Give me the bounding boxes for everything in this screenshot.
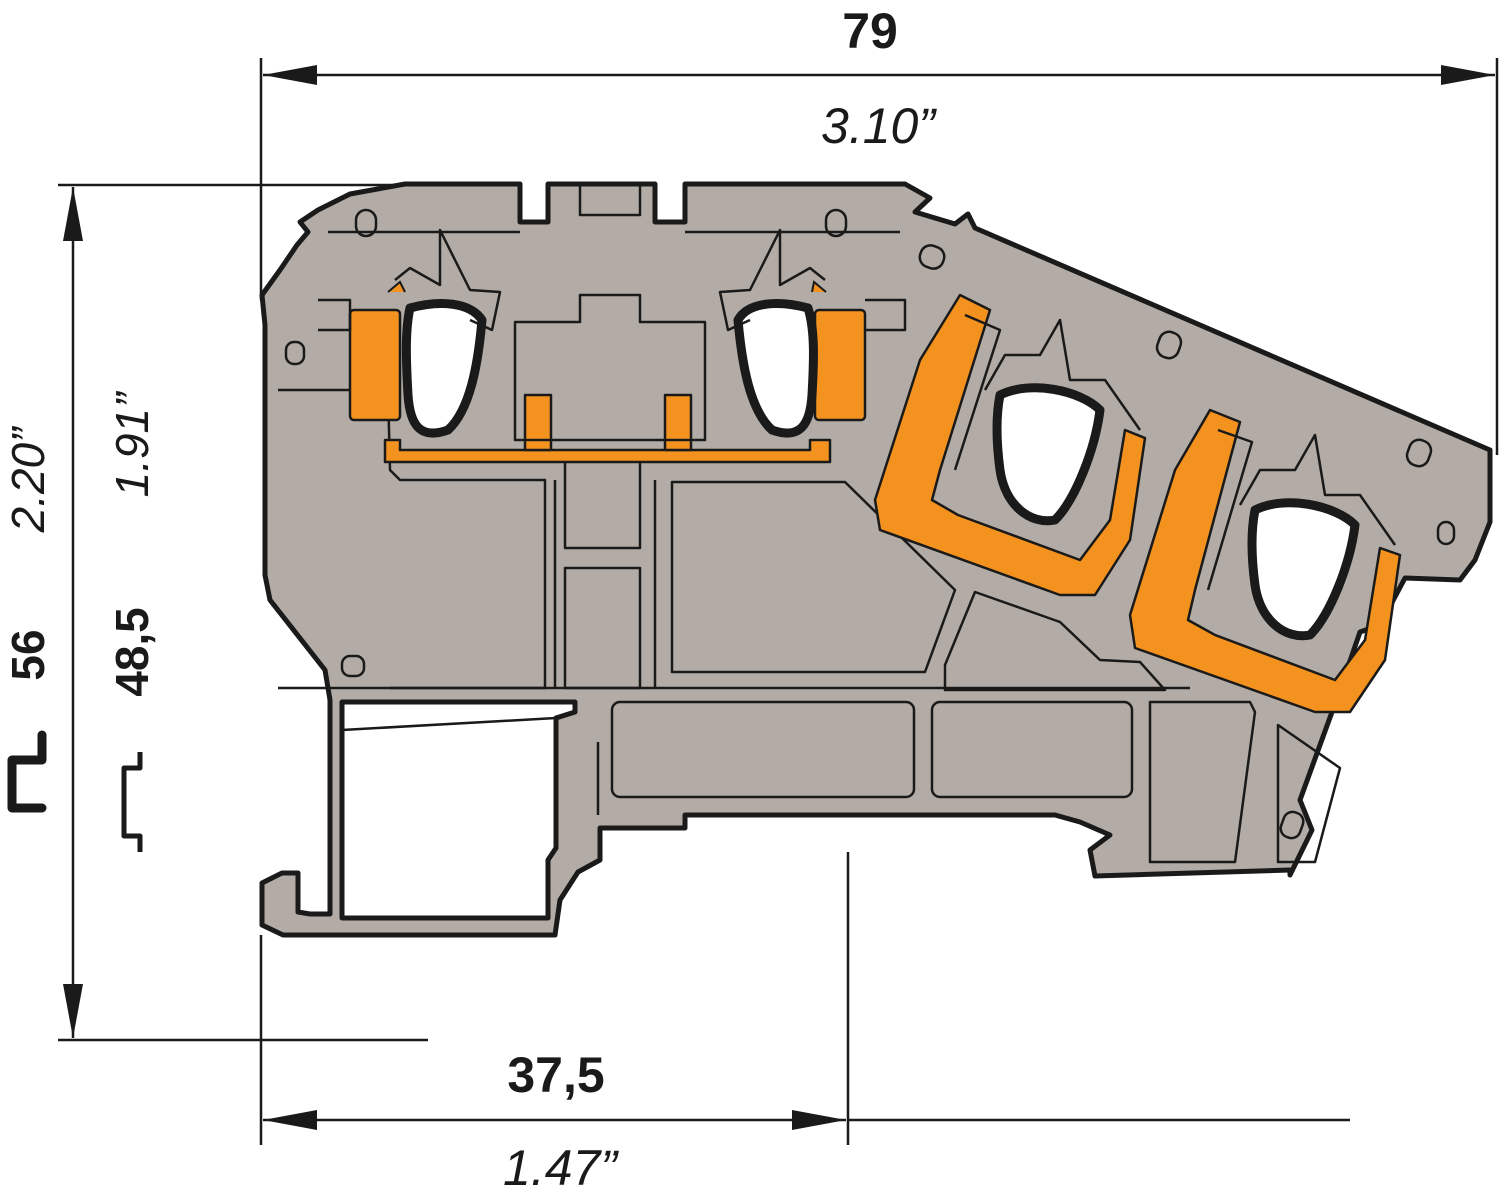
foot-ridge — [341, 716, 557, 732]
chamber-center-right — [670, 480, 957, 674]
contact-left-body — [348, 308, 402, 422]
contact-u-2 — [1128, 408, 1402, 714]
spring-tip-left — [387, 280, 406, 293]
contact-right-body — [813, 308, 867, 422]
bridge-pin-right — [663, 393, 693, 452]
rail-height-mm-label: 48,5 — [106, 607, 158, 697]
spring-clamp-lower-2 — [1247, 498, 1360, 641]
lower-cell-3 — [1148, 700, 1257, 864]
hole-right-upper — [1436, 520, 1456, 546]
top-slot-3 — [918, 244, 946, 270]
height-mm-label: 56 — [2, 629, 54, 680]
top-slot-2 — [824, 208, 848, 238]
top-slot-4 — [1155, 330, 1183, 360]
spring-lever-right — [718, 228, 826, 332]
lower-cell-4 — [1276, 723, 1342, 864]
hole-left-upper — [284, 340, 306, 366]
housing-outline — [259, 181, 1493, 938]
contact-guide-left — [318, 298, 352, 332]
contact-u-1 — [873, 293, 1147, 597]
hole-left-lower — [340, 654, 366, 678]
spring-clamp-lower-1 — [992, 383, 1105, 526]
contact-u-2-slot — [1206, 428, 1254, 591]
top-slot-5 — [1405, 438, 1433, 468]
lower-cell-2 — [930, 700, 1134, 799]
spring-lever-left — [394, 228, 502, 332]
width-inch-label: 3.10” — [821, 98, 937, 154]
foot-cavity — [339, 699, 578, 921]
width-dimension: 79 3.10” — [259, 3, 1499, 455]
top-post — [578, 185, 642, 217]
terminal-block — [259, 181, 1493, 938]
top-slot-1 — [354, 208, 378, 238]
rail-height-inch-label: 1.91” — [106, 390, 158, 498]
hole-right-lower — [1279, 810, 1305, 840]
spring-clamp-right — [733, 299, 818, 438]
bridge-bar — [383, 438, 832, 464]
din-rail-large-icon — [7, 730, 47, 813]
height-dimension: 56 2.20” 48,5 1.91” — [2, 183, 428, 1042]
half-mm-label: 37,5 — [507, 1047, 604, 1103]
contact-guide-right — [865, 298, 907, 332]
chamber-mid-diagonal — [943, 590, 1167, 692]
spring-lever-lower-2 — [1238, 433, 1397, 546]
height-inch-label: 2.20” — [2, 425, 54, 534]
din-rail-small-icon — [121, 752, 143, 852]
width-mm-label: 79 — [842, 3, 898, 59]
half-width-dimension: 37,5 1.47” — [259, 852, 1350, 1193]
spring-tip-right — [811, 280, 827, 293]
bridge-pin-left — [523, 393, 553, 452]
spring-lever-lower-1 — [983, 318, 1142, 431]
spring-clamp-left — [401, 299, 487, 438]
half-inch-label: 1.47” — [503, 1140, 619, 1193]
lower-cell-1 — [610, 700, 916, 799]
contact-u-1-slot — [953, 313, 1002, 471]
bridge-center-housing — [513, 293, 707, 442]
